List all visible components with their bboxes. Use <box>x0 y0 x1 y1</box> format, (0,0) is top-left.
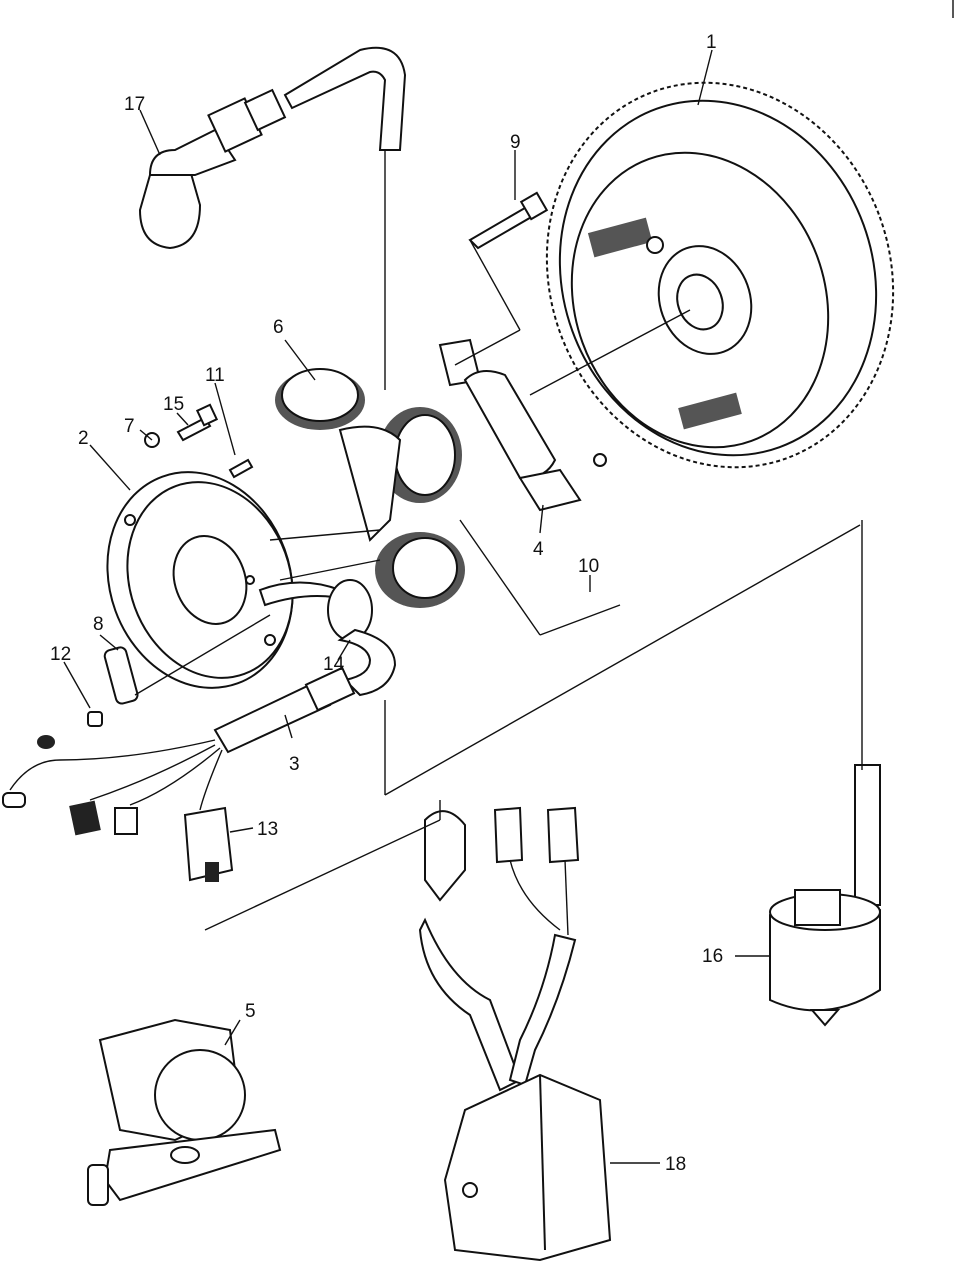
label-16: 16 <box>702 946 723 967</box>
coil-4 <box>438 338 607 512</box>
label-1: 1 <box>706 32 717 53</box>
label-15: 15 <box>163 394 184 415</box>
small-hardware <box>87 403 254 727</box>
leader-lines <box>63 49 770 1164</box>
bolt-9 <box>468 191 549 250</box>
label-3: 3 <box>289 754 300 775</box>
label-13: 13 <box>257 819 278 840</box>
cdi-box-18 <box>418 806 612 1262</box>
label-5: 5 <box>245 1001 256 1022</box>
label-12: 12 <box>50 644 71 665</box>
label-6: 6 <box>273 317 284 338</box>
label-9: 9 <box>510 132 521 153</box>
flywheel-1 <box>545 81 895 469</box>
label-2: 2 <box>78 428 89 449</box>
label-8: 8 <box>93 614 104 635</box>
clamp-8 <box>103 646 139 705</box>
ignition-coil-16 <box>769 764 881 1027</box>
screw-12 <box>87 711 103 727</box>
label-11: 11 <box>205 365 225 386</box>
label-14: 14 <box>323 654 345 675</box>
solenoid-5 <box>87 1018 282 1206</box>
screw-11 <box>228 458 254 479</box>
label-18: 18 <box>665 1154 686 1175</box>
stator-coils-6 <box>275 368 465 608</box>
label-4: 4 <box>533 539 544 560</box>
connector-13 <box>183 806 234 882</box>
callout-labels: 1 2 3 4 5 6 7 8 9 10 11 12 13 14 15 16 1… <box>50 32 723 1175</box>
wire-harness-3 <box>2 666 356 836</box>
stator-plate-2 <box>106 471 294 689</box>
label-10: 10 <box>578 556 599 577</box>
label-17: 17 <box>124 94 145 115</box>
section-divider-lines <box>134 150 863 931</box>
label-7: 7 <box>124 416 135 437</box>
grommet-14 <box>258 579 397 697</box>
screw-15 <box>176 416 212 442</box>
spark-plug-cap-17 <box>138 46 407 250</box>
